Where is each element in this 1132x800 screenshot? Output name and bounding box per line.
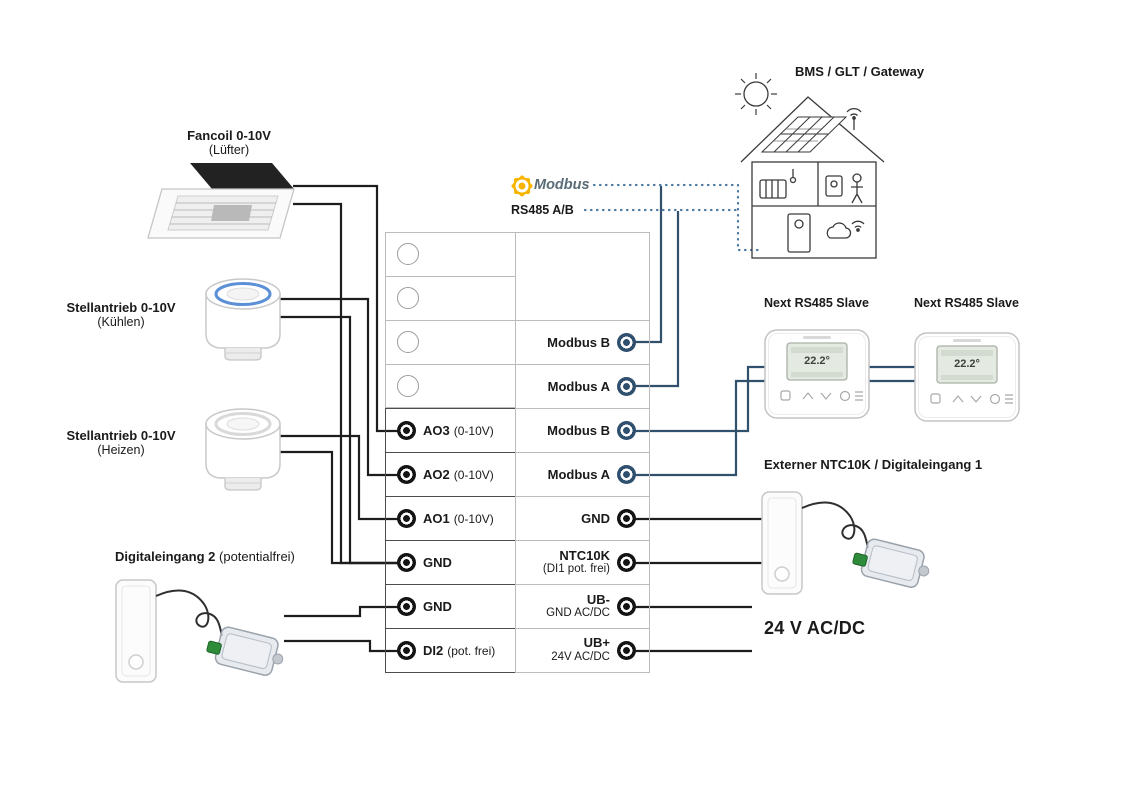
terminal-row-modbus-b-slave: Modbus B — [516, 409, 649, 454]
terminal-gnd-right-label: GND — [581, 511, 610, 527]
rs485-slave1-image — [764, 329, 870, 419]
terminal-ao3-icon — [397, 421, 416, 441]
wire-modbus-b-slaves — [635, 365, 1000, 433]
terminal-row-ub-minus: UB-GND AC/DC — [516, 585, 649, 630]
external-ntc-label: Externer NTC10K / Digitaleingang 1 — [764, 457, 983, 472]
terminal-row-gnd2: GND — [386, 585, 515, 630]
ntc10k-sensor-image — [761, 491, 935, 595]
terminal-row-empty-4 — [386, 365, 515, 408]
terminal-row-gnd-right: GND — [516, 497, 649, 542]
di2-sensor-image — [115, 579, 289, 683]
slave1-screen-temp: 22.2° — [804, 355, 830, 367]
terminal-left-unused-section — [385, 232, 515, 409]
terminal-modbus-b2-label: Modbus B — [547, 423, 610, 439]
terminal-gnd2-icon — [397, 597, 416, 617]
terminal-ao1-icon — [397, 509, 416, 529]
wire-cool-signal — [280, 297, 398, 477]
terminal-row-modbus-a-slave: Modbus A — [516, 453, 649, 498]
terminal-ao2-icon — [397, 465, 416, 485]
terminal-ao3-label: AO3(0-10V) — [423, 423, 494, 439]
wire-heat-gnd — [280, 450, 398, 565]
terminal-row-ntc10k: NTC10K(DI1 pot. frei) — [516, 541, 649, 586]
wire-modbus-b-bms — [635, 186, 663, 344]
terminal-ub-plus-label: UB+24V AC/DC — [551, 635, 610, 664]
terminal-modbus-a-icon — [617, 377, 636, 397]
terminal-gnd2-label: GND — [423, 599, 452, 615]
terminal-row-ub-plus: UB+24V AC/DC — [516, 629, 649, 672]
empty-terminal-icon — [397, 374, 419, 397]
power-supply-label: 24 V AC/DC — [764, 618, 866, 638]
wire-di2-signal — [284, 639, 398, 653]
terminal-row-modbus-b-bms: Modbus B — [516, 321, 649, 366]
wire-fancoil-signal — [293, 184, 398, 433]
empty-terminal-icon — [397, 243, 419, 266]
terminal-modbus-a2-label: Modbus A — [547, 467, 610, 483]
actuator-cool-label: Stellantrieb 0-10V (Kühlen) — [66, 300, 176, 329]
wires-right-black — [635, 517, 768, 653]
terminal-column-right: Modbus B Modbus A Modbus B Modbus A GND … — [515, 232, 650, 673]
terminal-row-di2: DI2(pot. frei) — [386, 629, 515, 672]
terminal-row-empty-2 — [386, 277, 515, 321]
wire-di2-gnd — [284, 605, 398, 618]
actuator-heat-image — [205, 408, 281, 491]
terminal-modbus-b-icon — [617, 333, 636, 353]
terminal-di2-label: DI2(pot. frei) — [423, 643, 496, 659]
terminal-row-gnd1: GND — [386, 541, 515, 586]
terminal-modbus-a-label: Modbus A — [547, 379, 610, 395]
terminal-ao2-label: AO2(0-10V) — [423, 467, 494, 483]
terminal-left-io-section: AO3(0-10V) AO2(0-10V) AO1(0-10V) GND GND — [385, 408, 515, 673]
terminal-modbus-b-label: Modbus B — [547, 335, 610, 351]
bms-gateway-label: BMS / GLT / Gateway — [795, 64, 925, 79]
terminal-row-ao3: AO3(0-10V) — [386, 409, 515, 454]
wires-left-devices — [280, 184, 398, 653]
slave1-label: Next RS485 Slave — [764, 296, 869, 310]
slave2-screen-temp: 22.2° — [954, 358, 980, 370]
terminal-ao1-label: AO1(0-10V) — [423, 511, 494, 527]
rs485-dotted-lines — [583, 183, 760, 252]
rs485-slave2-image — [914, 332, 1020, 422]
modbus-logo-text: Modbus — [534, 177, 590, 193]
slave2-label: Next RS485 Slave — [914, 296, 1019, 310]
wire-cool-gnd — [280, 315, 398, 565]
digital-input2-label: Digitaleingang 2 (potentialfrei) — [115, 549, 295, 564]
terminal-modbus-b2-icon — [617, 421, 636, 441]
terminal-ntc10k-icon — [617, 553, 636, 573]
empty-terminal-icon — [397, 331, 419, 354]
actuator-cool-image — [205, 278, 281, 361]
terminal-row-empty-1 — [386, 233, 515, 277]
terminal-row-empty-3 — [386, 321, 515, 365]
terminal-right-empty-section — [516, 233, 649, 322]
wire-fancoil-gnd — [293, 202, 398, 565]
terminal-block-table: AO3(0-10V) AO2(0-10V) AO1(0-10V) GND GND — [385, 232, 650, 673]
terminal-gnd1-icon — [397, 553, 416, 573]
terminal-gnd-right-icon — [617, 509, 636, 529]
terminal-ub-plus-icon — [617, 641, 636, 661]
bms-house-image — [735, 73, 885, 259]
terminal-ub-minus-label: UB-GND AC/DC — [546, 591, 610, 620]
actuator-heat-label: Stellantrieb 0-10V (Heizen) — [66, 428, 176, 457]
fancoil-image — [147, 163, 295, 239]
terminal-row-ao1: AO1(0-10V) — [386, 497, 515, 542]
terminal-row-modbus-a-bms: Modbus A — [516, 365, 649, 410]
terminal-ub-minus-icon — [617, 597, 636, 617]
terminal-row-ao2: AO2(0-10V) — [386, 453, 515, 498]
empty-terminal-icon — [397, 287, 419, 310]
terminal-di2-icon — [397, 641, 416, 661]
terminal-modbus-a2-icon — [617, 465, 636, 485]
terminal-gnd1-label: GND — [423, 555, 452, 571]
rs485-label: RS485 A/B — [511, 203, 574, 217]
modbus-logo-icon — [511, 175, 533, 197]
wire-heat-signal — [280, 434, 398, 521]
terminal-column-left: AO3(0-10V) AO2(0-10V) AO1(0-10V) GND GND — [385, 232, 515, 673]
terminal-ntc10k-label: NTC10K(DI1 pot. frei) — [542, 547, 610, 576]
fancoil-label: Fancoil 0-10V (Lüfter) — [187, 128, 271, 157]
